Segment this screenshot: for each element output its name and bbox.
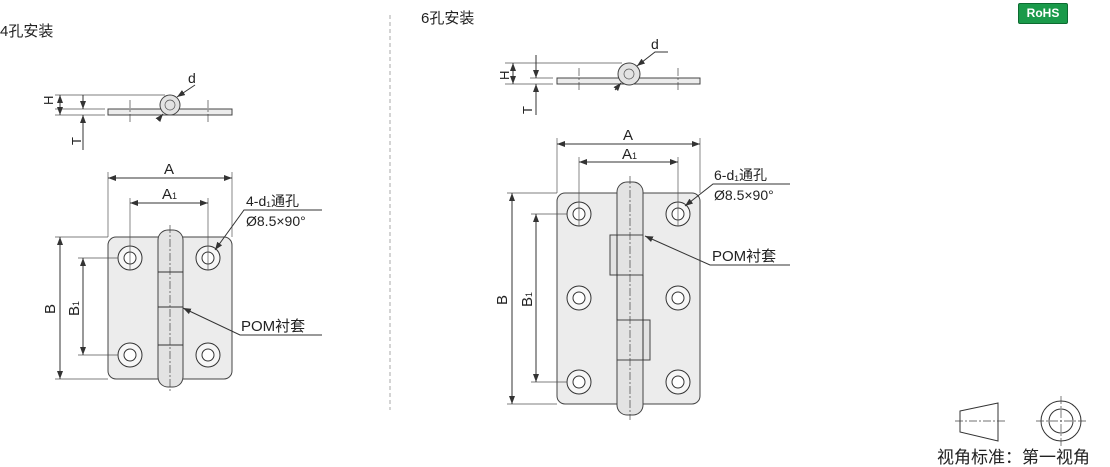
- front-view: A A1 B B1 6-d₁通孔 Ø8.5×90° POM衬套: [494, 127, 790, 420]
- svg-text:A1: A1: [162, 186, 177, 203]
- bushing-note: POM衬套: [712, 248, 776, 265]
- dim-h-label: H: [497, 71, 512, 80]
- dim-b-label: B: [494, 295, 511, 305]
- hole-spec: Ø8.5×90°: [246, 213, 306, 229]
- first-angle-projection-symbol: 视角标准：第一视角: [937, 396, 1090, 467]
- six-hole-title: 6孔安装: [421, 10, 474, 27]
- projection-standard-label: 视角标准：第一视角: [937, 448, 1090, 467]
- mount-hole: [566, 285, 592, 311]
- svg-text:B1: B1: [66, 301, 83, 316]
- svg-text:A1: A1: [622, 146, 637, 163]
- mount-hole: [117, 342, 143, 368]
- dim-d-label: d: [188, 70, 196, 86]
- dim-b1-subscript: 1: [524, 292, 534, 297]
- mount-hole: [665, 285, 691, 311]
- mount-hole: [566, 369, 592, 395]
- dim-a1-subscript: 1: [172, 191, 177, 201]
- dim-b-label: B: [42, 304, 59, 314]
- dim-a-label: A: [623, 127, 633, 144]
- svg-text:B1: B1: [519, 292, 536, 307]
- dim-b1-subscript: 1: [71, 301, 81, 306]
- dim-t-label: T: [69, 137, 84, 145]
- dim-b1-label: B: [66, 306, 83, 316]
- dim-a1-label: A: [162, 186, 172, 203]
- four-hole-drawing: 4孔安装 H T d: [0, 23, 322, 392]
- front-view: A A1 B B1 4-d₁通孔 Ø8.5×90° POM衬套: [42, 161, 322, 392]
- hole-note: 6-d₁通孔: [714, 167, 767, 183]
- dim-t-label: T: [520, 106, 535, 114]
- six-hole-drawing: 6孔安装 H T d: [421, 10, 790, 420]
- dim-a-label: A: [164, 161, 174, 178]
- bushing-note: POM衬套: [241, 318, 305, 335]
- dim-b1-label: B: [519, 297, 536, 307]
- hole-note: 4-d₁通孔: [246, 193, 299, 209]
- mount-hole: [665, 369, 691, 395]
- side-view: H T d: [41, 70, 233, 150]
- side-view: H T d: [497, 36, 701, 115]
- rohs-badge: RoHS: [1018, 3, 1068, 24]
- dim-a1-label: A: [622, 146, 632, 163]
- mount-hole: [195, 342, 221, 368]
- dim-h-label: H: [41, 96, 56, 105]
- dim-d-label: d: [651, 36, 659, 52]
- dim-a1-subscript: 1: [632, 151, 637, 161]
- hole-spec: Ø8.5×90°: [714, 187, 774, 203]
- four-hole-title: 4孔安装: [0, 23, 53, 40]
